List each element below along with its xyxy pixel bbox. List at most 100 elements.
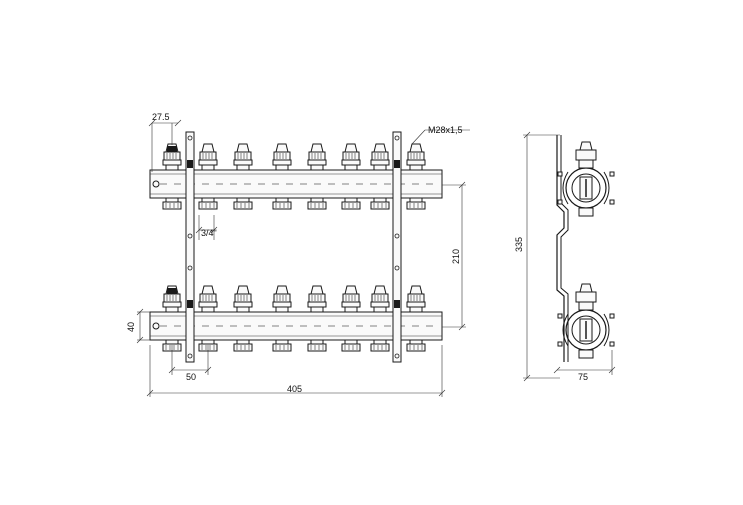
- valve-cap: [310, 285, 324, 295]
- outlet-nut: [272, 201, 292, 210]
- outlet-neck: [344, 339, 358, 345]
- valve-nut: [307, 301, 327, 308]
- valve-neck: [275, 306, 289, 313]
- valve-nut: [370, 301, 390, 308]
- bracket-hole: [187, 353, 193, 359]
- valve-neck: [201, 306, 215, 313]
- outlet-nut: [341, 343, 361, 352]
- bracket-hole: [394, 353, 400, 359]
- valve-knob: [407, 293, 425, 303]
- dim-tick: [438, 389, 446, 397]
- dim-tick: [458, 323, 466, 331]
- outlet-nut: [307, 343, 327, 352]
- valve-nut: [341, 301, 361, 308]
- outlet-neck: [310, 197, 324, 203]
- valve-cap: [275, 285, 289, 295]
- dim-bar-height: 40: [126, 322, 136, 332]
- valve-nut: [233, 159, 253, 166]
- outlet-neck: [373, 339, 387, 345]
- dim-pitch: 50: [186, 372, 196, 382]
- outlet-neck: [275, 339, 289, 345]
- outlet-nut: [406, 201, 426, 210]
- dim-connection: 3/4": [201, 228, 217, 238]
- outlet-neck: [236, 339, 250, 345]
- valve-knob: [163, 151, 181, 161]
- side-outlet-nut: [578, 207, 594, 217]
- outlet-nut: [406, 343, 426, 352]
- side-outlet-nut: [578, 349, 594, 359]
- valve-cap: [344, 143, 358, 153]
- outlet-neck: [236, 197, 250, 203]
- outlet-nut: [272, 343, 292, 352]
- outlet-nut: [341, 201, 361, 210]
- outlet-nut: [162, 201, 182, 210]
- outlet-neck: [409, 339, 423, 345]
- valve-nut: [162, 159, 182, 166]
- valve-nut: [406, 301, 426, 308]
- outlet-neck: [409, 197, 423, 203]
- valve-cap: [236, 143, 250, 153]
- valve-knob: [199, 151, 217, 161]
- valve-knob: [371, 293, 389, 303]
- bracket-hole: [394, 265, 400, 271]
- valve-cap: [344, 285, 358, 295]
- valve-neck: [409, 306, 423, 313]
- outlet-nut: [307, 201, 327, 210]
- outlet-nut: [198, 201, 218, 210]
- valve-cap: [201, 143, 215, 153]
- valve-neck: [165, 164, 179, 171]
- valve-cap: [373, 143, 387, 153]
- dim-tick: [168, 366, 176, 374]
- outlet-nut: [233, 343, 253, 352]
- valve-knob: [199, 293, 217, 303]
- bracket-hole: [187, 135, 193, 141]
- side-view: [556, 135, 615, 362]
- valve-cap: [409, 285, 423, 295]
- side-clamp: [562, 313, 569, 347]
- dim-tick: [195, 226, 203, 234]
- valve-knob: [407, 151, 425, 161]
- bar-end-plug: [152, 180, 160, 188]
- dim-total-height: 335: [514, 237, 524, 252]
- valve-nut: [272, 159, 292, 166]
- bracket-clamp: [187, 300, 193, 308]
- bracket-hole: [394, 233, 400, 239]
- bar-end-plug: [152, 322, 160, 330]
- outlet-neck: [201, 339, 215, 345]
- side-clamp: [562, 171, 569, 205]
- valve-neck: [165, 306, 179, 313]
- valve-knob: [342, 293, 360, 303]
- dimension-lines: [136, 119, 616, 397]
- valve-knob: [371, 151, 389, 161]
- valve-nut: [162, 301, 182, 308]
- side-valve-cap: [579, 141, 593, 151]
- side-bolt: [609, 199, 615, 205]
- valve-knob: [163, 293, 181, 303]
- valve-neck: [373, 164, 387, 171]
- side-bracket: [556, 135, 565, 362]
- valve-neck: [373, 306, 387, 313]
- side-bolt: [609, 341, 615, 347]
- outlet-neck: [310, 339, 324, 345]
- valve-knob: [234, 151, 252, 161]
- mounting-bracket: [185, 131, 195, 363]
- dim-tick: [523, 131, 531, 139]
- valve-cap: [236, 285, 250, 295]
- valve-cap: [409, 143, 423, 153]
- side-valve-cap: [579, 283, 593, 293]
- outlet-nut: [370, 343, 390, 352]
- valve-cap: [310, 143, 324, 153]
- side-bolt: [557, 199, 563, 205]
- valve-knob: [234, 293, 252, 303]
- valve-cap: [201, 285, 215, 295]
- outlet-neck: [344, 197, 358, 203]
- bracket-clamp: [187, 160, 193, 168]
- side-valve-knob: [575, 291, 597, 303]
- valve-neck: [310, 306, 324, 313]
- bracket-hole: [187, 233, 193, 239]
- fitting-dark: [167, 288, 177, 294]
- valve-neck: [344, 306, 358, 313]
- outlet-nut: [370, 201, 390, 210]
- dim-tick: [136, 308, 144, 316]
